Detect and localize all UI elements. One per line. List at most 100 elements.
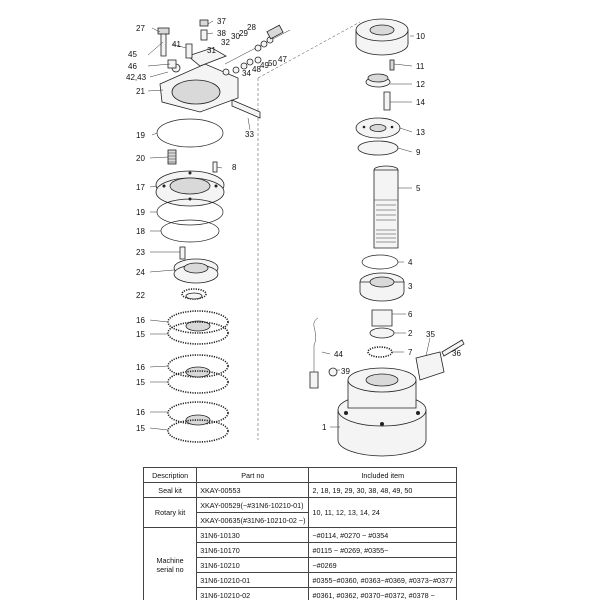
callout-19a: 19 — [136, 131, 145, 140]
exploded-view-diagram: 27 37 38 28 29 30 32 31 41 45 46 42,43 2… — [126, 17, 465, 457]
callout-47: 47 — [278, 55, 287, 64]
part-12 — [365, 73, 391, 88]
valve-33 — [231, 99, 261, 119]
callout-6: 6 — [408, 310, 413, 319]
snap-ring-7 — [367, 346, 393, 358]
header-included-item: Included item — [308, 467, 457, 483]
bearing-3 — [359, 272, 405, 302]
callout-numbers: 27 37 38 28 29 30 32 31 41 45 46 42,43 2… — [126, 17, 461, 433]
rotary-kit-part-2: XKAY-00635(#31N6-10210-02 ~) — [196, 512, 310, 528]
gear-set-3 — [167, 401, 229, 443]
callout-16c: 16 — [136, 408, 145, 417]
callout-12: 12 — [416, 80, 425, 89]
gear-22 — [181, 288, 207, 300]
callout-45: 45 — [128, 50, 137, 59]
callout-13: 13 — [416, 128, 425, 137]
callout-39: 39 — [341, 367, 350, 376]
level-gauge-44 — [313, 317, 319, 378]
bolt-27-head — [157, 27, 170, 35]
part-11 — [389, 59, 395, 71]
plug-39 — [328, 367, 338, 377]
callout-33: 33 — [245, 130, 254, 139]
callout-21: 21 — [136, 87, 145, 96]
casing-1 — [337, 367, 427, 457]
callout-32: 32 — [221, 38, 230, 47]
callout-15c: 15 — [136, 424, 145, 433]
callout-14: 14 — [416, 98, 425, 107]
seal-2 — [369, 327, 395, 339]
callout-34: 34 — [242, 69, 251, 78]
callout-16b: 16 — [136, 363, 145, 372]
table-row: 31N6-10210-02 #0361, #0362, #0370~#0372,… — [144, 587, 457, 600]
callout-31: 31 — [207, 46, 216, 55]
pin-8 — [212, 161, 218, 173]
block-35 — [415, 351, 445, 381]
gauge-pipe — [309, 371, 319, 389]
callout-27: 27 — [136, 24, 145, 33]
machine-serial-desc: Machine serial no — [142, 527, 198, 600]
o-ring-18 — [160, 219, 220, 243]
bolt-27 — [160, 31, 167, 57]
callout-44: 44 — [334, 350, 343, 359]
callout-48: 48 — [252, 65, 261, 74]
callout-4: 4 — [408, 258, 413, 267]
callout-8: 8 — [232, 163, 237, 172]
callout-3: 3 — [408, 282, 413, 291]
callout-2: 2 — [408, 329, 413, 338]
seal-kit-part: XKAY-00553 — [196, 482, 310, 498]
callout-18: 18 — [136, 227, 145, 236]
table-row: Machine serial no 31N6-10130 ~#0114, #02… — [142, 527, 457, 600]
rotary-kit-items: 10, 11, 12, 13, 14, 24 — [308, 497, 457, 528]
table-row: Rotary kit XKAY-00529(~#31N6-10210-01) 1… — [142, 497, 457, 528]
callout-9: 9 — [416, 148, 421, 157]
seal-kit-items: 2, 18, 19, 29, 30, 38, 48, 49, 50 — [308, 482, 457, 498]
callout-24: 24 — [136, 268, 145, 277]
pin-23 — [179, 246, 186, 260]
machine-part-4: 31N6-10210-01 — [196, 572, 310, 588]
machine-items-3: ~#0269 — [308, 557, 457, 573]
o-ring-19 — [156, 118, 224, 148]
bushing-6 — [371, 309, 393, 327]
pin-14 — [383, 91, 391, 111]
machine-items-5: #0361, #0362, #0370~#0372, #0378 ~ — [308, 587, 457, 600]
callout-1: 1 — [322, 423, 327, 432]
shaft-5 — [373, 165, 399, 249]
callout-36: 36 — [452, 349, 461, 358]
rotary-assembly-10 — [355, 18, 409, 56]
table-header-row: Description Part no Included item — [142, 467, 457, 483]
bearing-24 — [173, 258, 219, 284]
callout-5: 5 — [416, 184, 421, 193]
callout-28: 28 — [247, 23, 256, 32]
callout-46: 46 — [128, 62, 137, 71]
ring-4 — [361, 254, 399, 270]
shim-9 — [357, 140, 399, 156]
header-part-no: Part no — [196, 467, 310, 483]
callout-19b: 19 — [136, 208, 145, 217]
spring-20 — [167, 149, 177, 165]
callout-49: 49 — [260, 61, 269, 70]
callout-10: 10 — [416, 32, 425, 41]
housing-17 — [155, 170, 225, 207]
callout-42-43: 42,43 — [126, 73, 147, 82]
leader-lines — [147, 20, 459, 431]
bolt-36 — [441, 339, 465, 357]
callout-37: 37 — [217, 17, 226, 26]
machine-items-1: ~#0114, #0270 ~ #0354 — [308, 527, 457, 543]
callout-38: 38 — [217, 29, 226, 38]
callout-7: 7 — [408, 348, 413, 357]
spool-assembly — [224, 24, 291, 74]
callout-30: 30 — [231, 32, 240, 41]
callout-22: 22 — [136, 291, 145, 300]
parts-table: Description Part no Included item Seal k… — [142, 467, 457, 600]
divider-line-top — [257, 21, 361, 79]
rotary-kit-part-1: XKAY-00529(~#31N6-10210-01) — [196, 497, 310, 513]
callout-15b: 15 — [136, 378, 145, 387]
plug-41 — [185, 43, 193, 59]
callout-17: 17 — [136, 183, 145, 192]
callout-41: 41 — [172, 40, 181, 49]
plate-13 — [355, 117, 401, 139]
machine-part-5: 31N6-10210-02 — [196, 587, 310, 600]
gear-set-2 — [167, 354, 229, 394]
callout-50: 50 — [268, 59, 277, 68]
callout-23: 23 — [136, 248, 145, 257]
